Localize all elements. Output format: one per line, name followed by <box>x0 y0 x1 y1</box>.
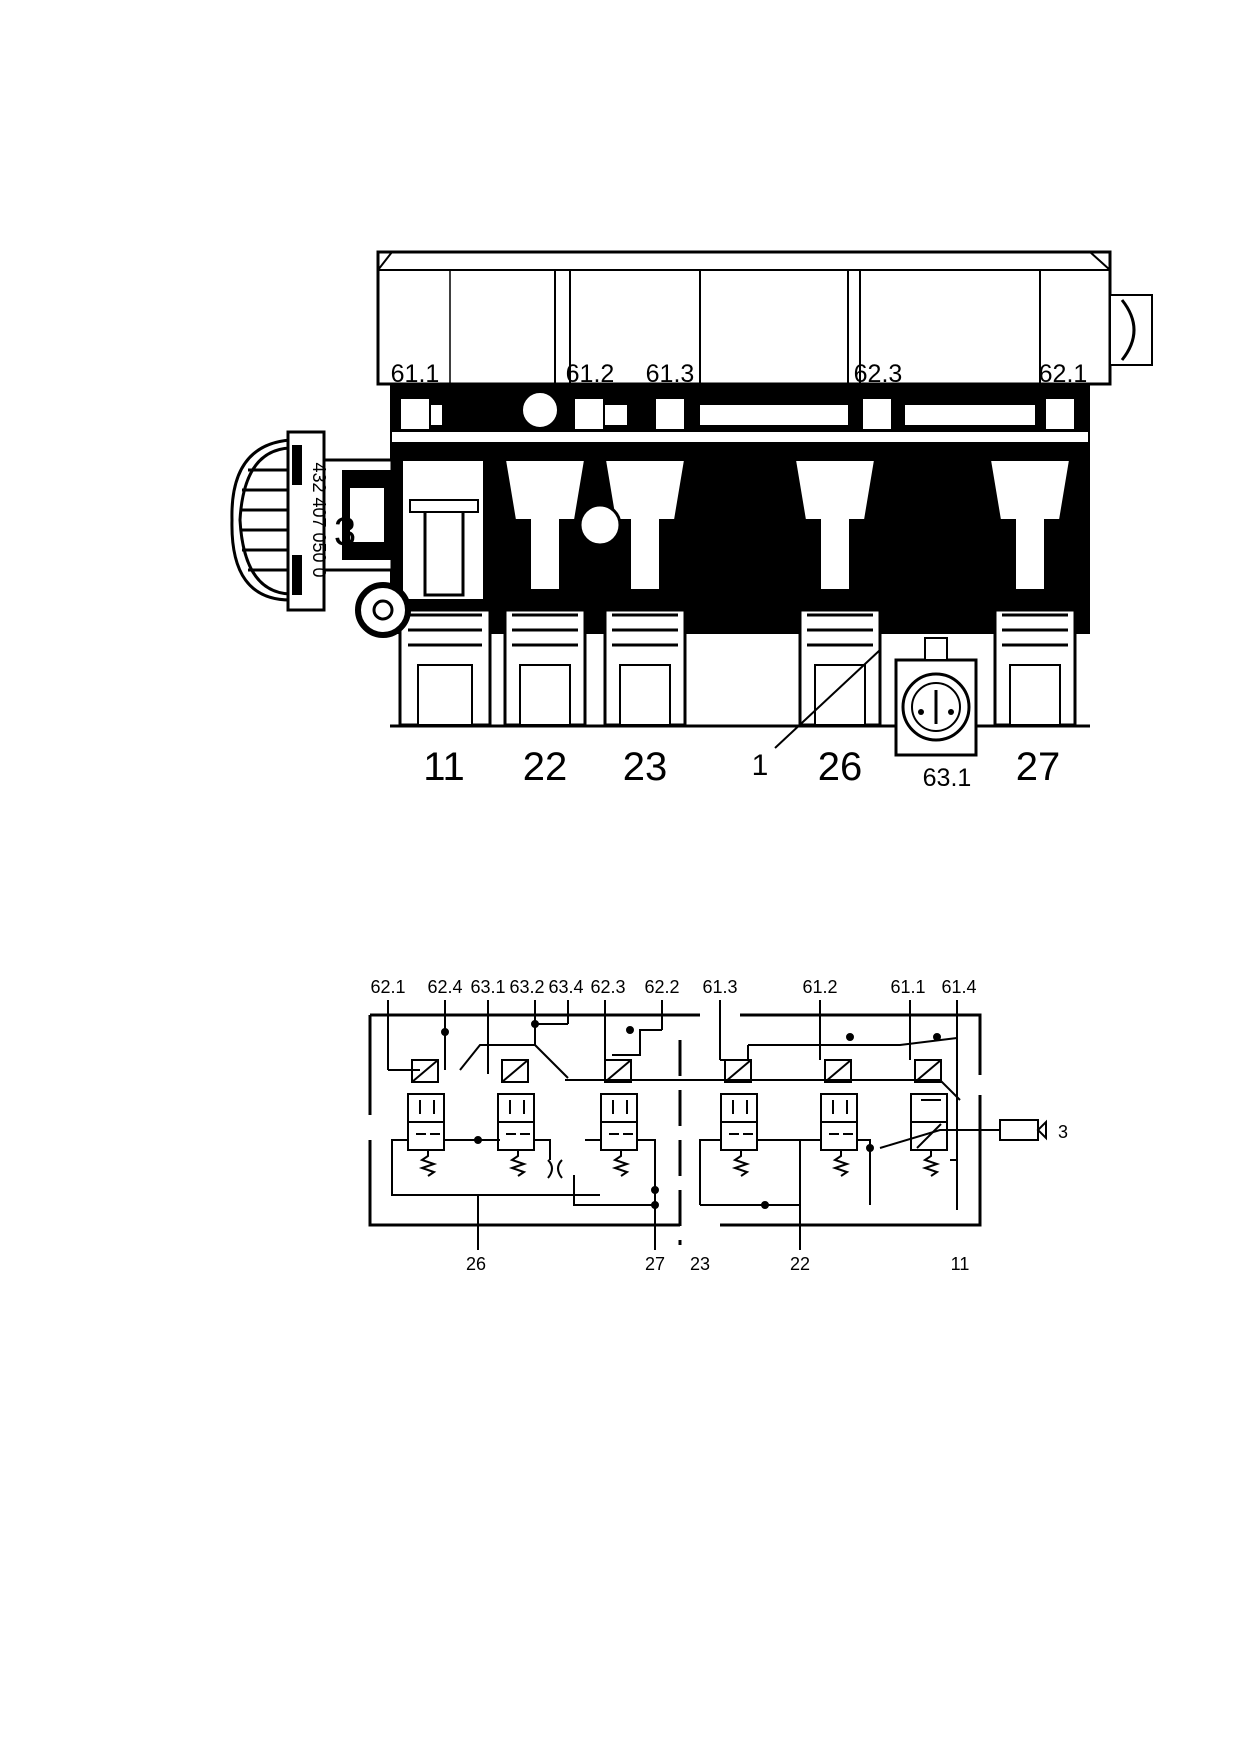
silencer-knob: 432 407 050 0 <box>230 430 394 612</box>
knob-text: 432 407 050 0 <box>309 462 329 577</box>
sch-label-61-3: 61.3 <box>702 977 737 997</box>
label-61-1: 61.1 <box>391 360 440 388</box>
label-61-2: 61.2 <box>566 360 615 388</box>
cover-edge <box>377 251 1111 271</box>
valve-block-drawing: 432 407 050 0 <box>230 250 1153 757</box>
sch-port-26: 26 <box>466 1254 486 1274</box>
label-62-3: 62.3 <box>854 360 903 388</box>
schematic-bottom-labels: 26 27 23 22 11 3 <box>466 1122 1068 1274</box>
sch-label-3: 3 <box>1058 1122 1068 1142</box>
port-label-27: 27 <box>1016 745 1061 789</box>
silencer-symbol <box>980 1119 1047 1141</box>
pneumatic-schematic <box>368 1000 1047 1250</box>
sch-label-62-1: 62.1 <box>370 977 405 997</box>
housing-cover <box>376 250 1112 386</box>
label-62-1: 62.1 <box>1039 360 1088 388</box>
port-label-23: 23 <box>623 745 668 789</box>
sch-port-23: 23 <box>690 1254 710 1274</box>
sch-label-62-3: 62.3 <box>590 977 625 997</box>
enclosure-frame <box>368 1013 982 1227</box>
connector-label-63-1: 63.1 <box>923 764 972 792</box>
callout-label-1: 1 <box>752 749 769 782</box>
sch-port-27: 27 <box>645 1254 665 1274</box>
sch-label-61-2: 61.2 <box>802 977 837 997</box>
upper-labels: 61.1 61.2 61.3 62.3 62.1 <box>391 360 1088 388</box>
sch-port-11: 11 <box>951 1254 970 1274</box>
sch-label-61-4: 61.4 <box>941 977 976 997</box>
sch-label-62-4: 62.4 <box>427 977 462 997</box>
port-label-26: 26 <box>818 745 863 789</box>
sch-port-22: 22 <box>790 1254 810 1274</box>
sch-label-61-1: 61.1 <box>890 977 925 997</box>
label-61-3: 61.3 <box>646 360 695 388</box>
port-springs <box>408 613 1068 647</box>
callout-leader <box>774 649 881 749</box>
schematic-top-labels: 62.1 62.4 63.1 63.2 63.4 62.3 62.2 61.3 … <box>370 977 976 997</box>
knob-label-3: 3 <box>334 510 356 554</box>
top-pins <box>387 1000 958 1210</box>
port-labels: 11 22 23 26 27 63.1 1 3 <box>334 510 1060 792</box>
valve-cavities <box>401 459 1072 601</box>
sch-label-63-4: 63.4 <box>548 977 583 997</box>
solenoid-heads <box>399 397 1076 431</box>
sch-label-62-2: 62.2 <box>644 977 679 997</box>
sch-label-63-2: 63.2 <box>509 977 544 997</box>
side-plug <box>1109 294 1153 366</box>
port-label-11: 11 <box>423 745 465 789</box>
sch-label-63-1: 63.1 <box>470 977 505 997</box>
valve-symbols <box>407 1059 948 1177</box>
port-label-22: 22 <box>523 745 568 789</box>
connector-63-1 <box>894 637 978 757</box>
